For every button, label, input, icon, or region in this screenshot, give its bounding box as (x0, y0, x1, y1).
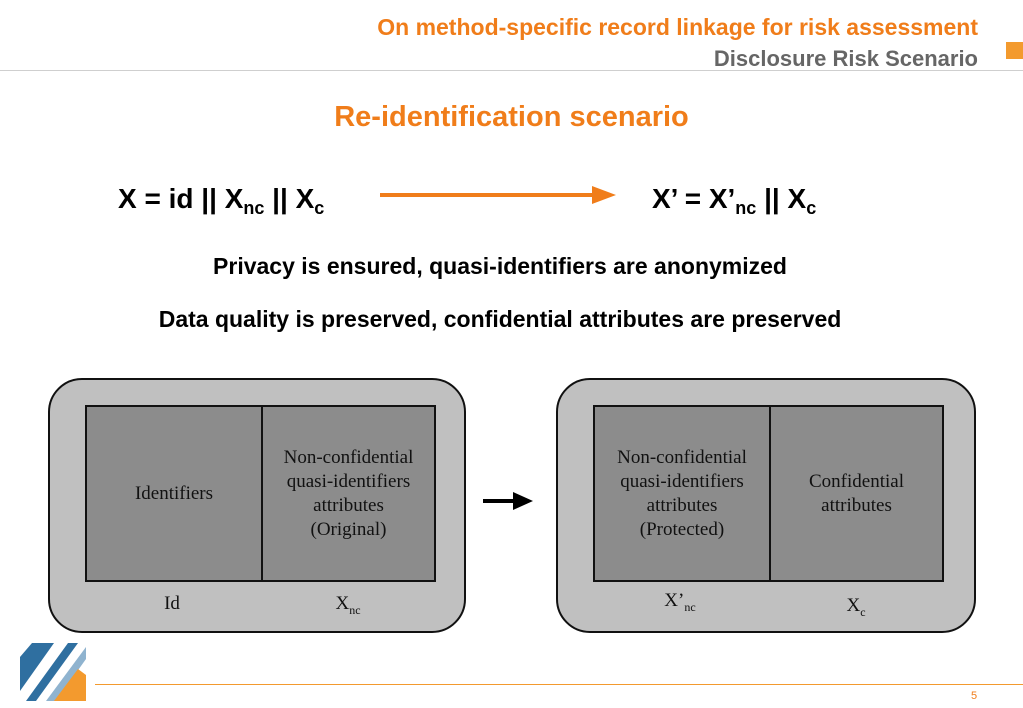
protected-quasi-identifiers-cell: Non-confidential quasi-identifiers attri… (595, 407, 769, 580)
protected-dataset-table: Non-confidential quasi-identifiers attri… (593, 405, 944, 582)
formula-protected-middle: || X (756, 183, 807, 214)
header-title: On method-specific record linkage for ri… (377, 14, 978, 40)
formula-original: X = id || Xnc || Xc (118, 183, 324, 219)
xprime-nc-label: X’nc (593, 590, 767, 615)
formula-protected: X’ = X’nc || Xc (652, 183, 816, 219)
confidential-attributes-cell: Confidential attributes (769, 407, 942, 580)
quality-statement: Data quality is preserved, confidential … (158, 306, 842, 332)
footer-divider (95, 684, 1023, 685)
formula-original-sub-c: c (314, 198, 325, 218)
xc-label-sub: c (860, 604, 866, 619)
formula-original-main: X = id || X (118, 183, 244, 214)
xc-label-main: X (846, 595, 861, 616)
original-dataset-panel: Identifiers Non-confidential quasi-ident… (48, 378, 466, 633)
right-arrow-icon (483, 492, 533, 510)
formula-original-middle: || X (264, 183, 315, 214)
xc-label: Xc (769, 595, 943, 620)
identifiers-cell: Identifiers (87, 407, 261, 580)
original-dataset-table: Identifiers Non-confidential quasi-ident… (85, 405, 436, 582)
formula-protected-sub-nc: nc (735, 198, 757, 218)
xprime-nc-label-main: X’ (664, 590, 685, 611)
original-quasi-identifiers-cell: Non-confidential quasi-identifiers attri… (261, 407, 434, 580)
header-subtitle: Disclosure Risk Scenario (713, 46, 978, 71)
xnc-label: Xnc (261, 593, 435, 618)
xnc-label-main: X (335, 593, 350, 614)
id-label: Id (164, 593, 180, 614)
formula-original-sub-nc: nc (243, 198, 265, 218)
header-divider (0, 70, 1023, 71)
institution-logo-icon (20, 643, 86, 701)
transform-arrow-icon (380, 186, 616, 204)
protected-dataset-panel: Non-confidential quasi-identifiers attri… (556, 378, 976, 633)
formula-protected-main: X’ = X’ (652, 183, 736, 214)
slide-heading: Re-identification scenario (334, 101, 689, 133)
page-number: 5 (971, 690, 978, 702)
formula-protected-sub-c: c (806, 198, 817, 218)
header-accent-square (1006, 42, 1023, 59)
xprime-nc-label-sub: nc (684, 599, 696, 614)
xnc-label-sub: nc (349, 602, 361, 617)
privacy-statement: Privacy is ensured, quasi-identifiers ar… (213, 253, 787, 279)
